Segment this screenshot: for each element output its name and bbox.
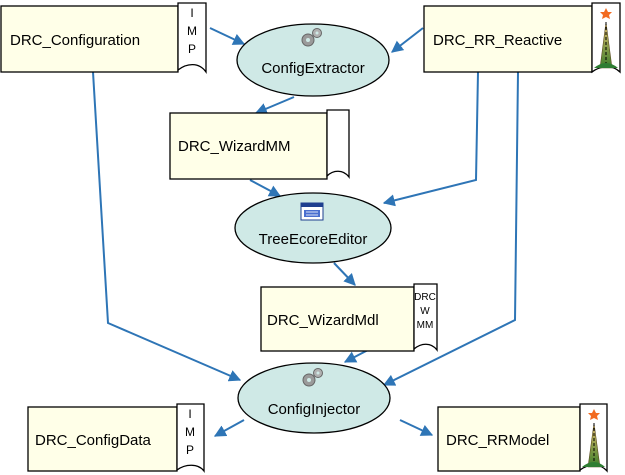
wizardmdl-tab-text: DRC <box>414 292 436 303</box>
drc-configdata-label: DRC_ConfigData <box>35 432 152 449</box>
imp-tab-letter: P <box>188 42 196 56</box>
gears-icon <box>302 368 323 387</box>
tower-icon <box>579 403 608 473</box>
arrow-editor-to-wizardmdl <box>333 262 356 286</box>
arrow-injector-to-configdata <box>213 419 245 437</box>
drc-rrmodel-box[interactable]: DRC_RRModel <box>437 403 608 473</box>
arrow-reactive-to-editor <box>382 71 479 207</box>
drc-configdata-box[interactable]: DRC_ConfigData I M P <box>27 403 205 473</box>
drc-wizardmdl-box[interactable]: DRC_WizardMdl DRC W MM <box>260 283 438 352</box>
drc-rr-reactive-label: DRC_RR_Reactive <box>433 32 562 49</box>
drc-rrmodel-label: DRC_RRModel <box>446 432 549 449</box>
arrow-wizardmm-to-editor <box>249 179 282 197</box>
config-injector-node[interactable]: ConfigInjector <box>237 362 391 434</box>
arrow-configuration-to-injector <box>92 71 242 382</box>
window-icon <box>300 202 324 221</box>
wizardmdl-tab-text: W <box>420 306 430 317</box>
imp-tab-letter: I <box>188 407 191 421</box>
drc-wizardmm-box[interactable]: DRC_WizardMM <box>169 109 350 180</box>
arrow-injector-to-rrmodel <box>399 419 434 436</box>
arrow-reactive-to-injector <box>382 71 519 386</box>
config-extractor-node[interactable]: ConfigExtractor <box>236 23 390 97</box>
tree-ecore-editor-label: TreeEcoreEditor <box>259 231 368 248</box>
wizardmdl-tab-text: MM <box>417 320 434 331</box>
config-injector-label: ConfigInjector <box>268 401 361 418</box>
drc-configuration-label: DRC_Configuration <box>10 32 140 49</box>
gears-icon <box>301 28 322 47</box>
drc-configuration-box[interactable]: DRC_Configuration I M P <box>0 2 207 75</box>
tree-ecore-editor-node[interactable]: TreeEcoreEditor <box>234 192 392 264</box>
arrow-configuration-to-extractor <box>209 27 246 45</box>
imp-tab-letter: M <box>187 24 197 38</box>
tower-icon <box>591 2 621 74</box>
drc-wizardmdl-label: DRC_WizardMdl <box>267 312 379 329</box>
arrow-wizardmdl-to-injector <box>343 349 369 363</box>
arrow-reactive-to-extractor <box>391 27 424 53</box>
imp-tab-letter: I <box>190 6 193 20</box>
arrows <box>92 27 519 437</box>
imp-tab-letter: P <box>186 443 194 457</box>
arrow-extractor-to-wizardmm <box>254 96 295 115</box>
drc-rr-reactive-box[interactable]: DRC_RR_Reactive <box>423 2 621 74</box>
config-extractor-label: ConfigExtractor <box>261 60 364 77</box>
drc-wizardmm-label: DRC_WizardMM <box>178 138 291 155</box>
imp-tab-letter: M <box>185 425 195 439</box>
